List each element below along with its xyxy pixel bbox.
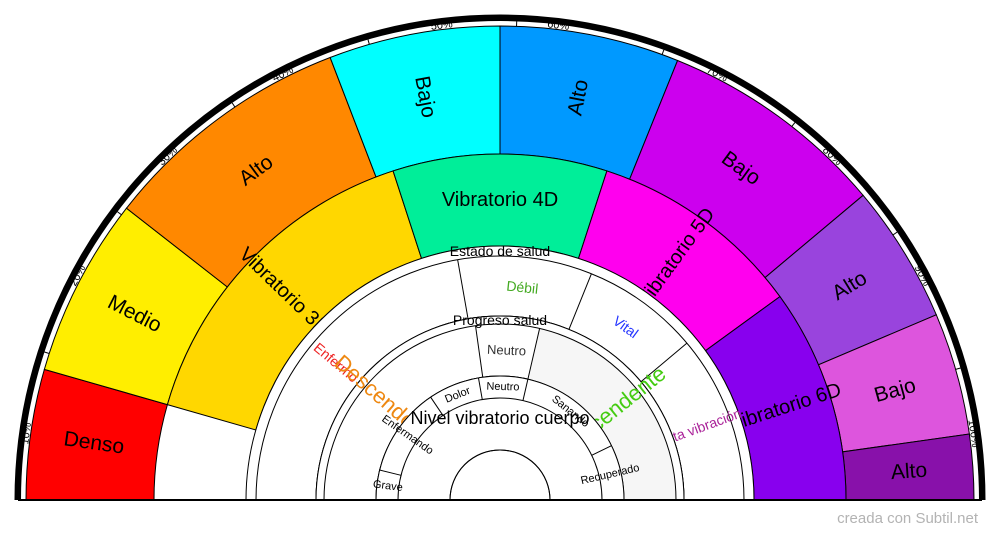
scale-tick-mark [44,351,50,355]
detail-divider [477,377,483,400]
scale-tick-mark [791,122,796,127]
scale-tick-mark [955,367,961,370]
progress-ring-title: Progreso salud [453,312,547,328]
scale-tick-mark [367,39,370,45]
scale-tick-mark [117,211,122,216]
health-divider [640,342,688,383]
detail-divider [430,396,444,416]
health-label-debil: Débil [506,278,539,297]
health-ring-title: Estado de salud [450,243,550,259]
scale-tick-60: 60% [547,18,571,33]
detail-divider [379,469,402,476]
detail-divider [522,379,529,401]
scale-tick-mark [892,231,898,236]
progress-divider [475,325,484,378]
detail-label-neutro: Neutro [486,381,519,394]
scale-tick-mark [661,49,665,55]
detail-ring-inner [397,397,603,501]
wheel-title: Nivel vibratorio cuerpo [410,408,589,428]
outer-scale-band [14,14,986,501]
progress-ascendente-shade [527,328,676,500]
health-divider [568,273,592,330]
detail-label-grave: Grave [372,478,403,494]
detail-divider [591,445,612,456]
credit-text: creada con Subtil.net [837,510,978,527]
scale-tick-100: 100% [965,419,981,449]
scale-tick-mark [231,102,236,108]
progress-label-neutro: Neutro [487,342,527,359]
outer-label-alto: Alto [890,459,928,484]
progress-divider [527,328,541,380]
scale-tick-50: 50% [430,18,454,33]
vibratory-label-vibratorio-4d: Vibratorio 4D [442,189,558,211]
health-divider [457,259,469,319]
scale-tick-10: 10% [19,422,34,446]
